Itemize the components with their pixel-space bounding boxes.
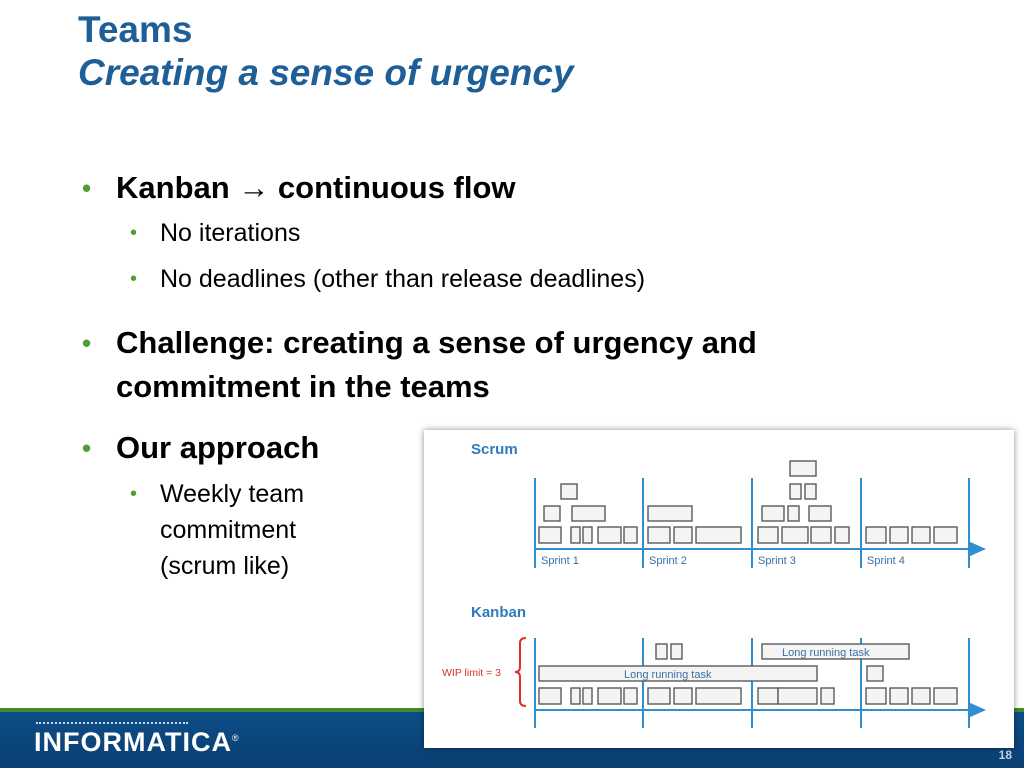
bullet-list: • Kanban → continuous flow • No iterations… (78, 166, 918, 584)
sprint-label: Sprint 4 (867, 555, 905, 567)
sprint-label: Sprint 2 (649, 555, 687, 567)
kanban-axes (534, 638, 986, 728)
wip-bracket (514, 637, 527, 707)
bullet-dot: • (82, 433, 92, 463)
long-task-label: Long running task (782, 647, 870, 659)
scrum-heading: Scrum (471, 441, 518, 458)
diagram-svg: Scrum (442, 441, 986, 728)
scrum-axes (534, 478, 986, 568)
bullet-kanban: • Kanban → continuous flow (78, 166, 918, 210)
page-number: 18 (998, 748, 1012, 762)
kanban-heading: Kanban (471, 604, 526, 621)
sub-bullet-text: Weekly team (160, 480, 305, 508)
sub-bullet: • No iterations (78, 218, 918, 248)
sprint-label: Sprint 1 (541, 555, 579, 567)
sub-bullet-text: (scrum like) (160, 552, 290, 580)
bullet-dot: • (82, 173, 92, 203)
bullet-challenge: • Challenge: creating a sense of urgency … (78, 321, 918, 409)
sprint-labels: Sprint 1 Sprint 2 Sprint 3 Sprint 4 (541, 555, 905, 567)
slide-title: Teams Creating a sense of urgency (78, 8, 574, 96)
scrum-boxes (538, 460, 958, 544)
title-line1: Teams (78, 9, 193, 50)
scrum-kanban-diagram: Scrum (424, 430, 1014, 748)
bullet-text: commitment in the teams (116, 369, 490, 404)
sub-bullet-text: commitment (160, 516, 297, 544)
informatica-logo: INFORMATICA® (34, 727, 240, 758)
sprint-label: Sprint 3 (758, 555, 796, 567)
sub-bullet-text: No iterations (160, 219, 301, 247)
logo-dots (36, 722, 188, 726)
bullet-dot: • (130, 268, 138, 290)
sub-bullet: • Weekly team commitment (scrum like) (78, 476, 918, 584)
bullet-text: Our approach (116, 430, 320, 465)
kanban-boxes (538, 643, 958, 705)
title-line2: Creating a sense of urgency (78, 52, 574, 94)
bullet-dot: • (82, 328, 92, 358)
sub-bullet-text: No deadlines (other than release deadlin… (160, 265, 646, 293)
bullet-dot: • (130, 222, 138, 244)
long-task-label: Long running task (624, 669, 712, 681)
bullet-approach: • Our approach (78, 426, 918, 470)
sub-bullet: • No deadlines (other than release deadli… (78, 264, 918, 294)
bullet-text: Challenge: creating a sense of urgency a… (116, 325, 757, 360)
bullet-dot: • (130, 483, 138, 505)
bullet-text: Kanban → continuous flow (116, 170, 516, 205)
logo-registered: ® (231, 733, 240, 743)
logo-text: INFORMATICA (34, 727, 232, 757)
wip-limit-label: WIP limit = 3 (442, 667, 501, 679)
